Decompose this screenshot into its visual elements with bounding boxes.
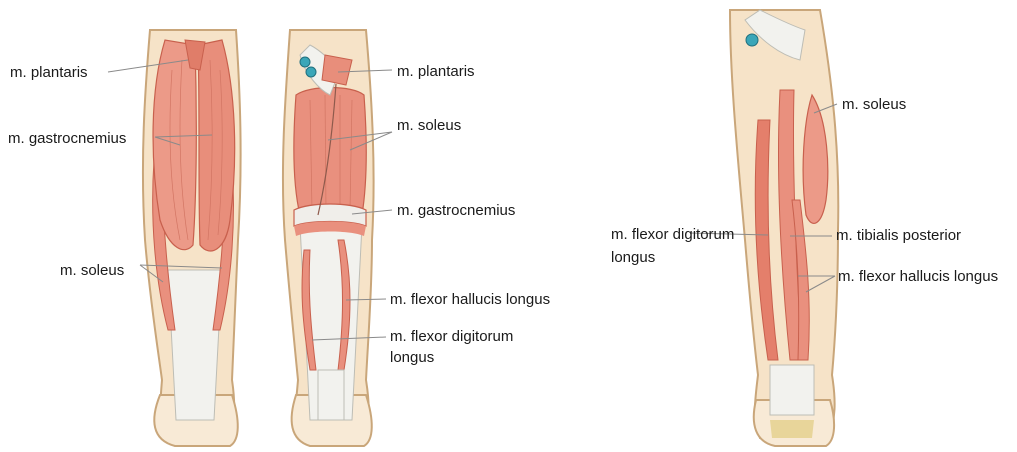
mid-calcaneal-tendon [318,370,344,420]
label-mid-fhl: m. flexor hallucis longus [390,291,550,308]
label-right-fhl: m. flexor hallucis longus [838,268,998,285]
label-right-tibialis-posterior: m. tibialis posterior [836,227,961,244]
label-right-soleus: m. soleus [842,96,906,113]
mid-soleus-muscle [294,88,366,216]
right-calcaneal-tendon [770,365,814,415]
label-right-fdl-line2: longus [611,249,655,266]
label-mid-gastrocnemius: m. gastrocnemius [397,202,515,219]
left-gastrocnemius-lateral-head [153,40,196,250]
mid-nerve-vessel-1 [300,57,310,67]
leg-deep-view [730,10,838,446]
leg-soleus-view [283,30,374,446]
left-achilles-tendon [168,270,222,420]
left-gastrocnemius-medial-head [198,40,235,251]
label-left-plantaris: m. plantaris [10,64,88,81]
right-heel-pad [770,420,814,438]
label-mid-plantaris: m. plantaris [397,63,475,80]
label-right-fdl-line1: m. flexor digitorum [611,226,734,243]
mid-nerve-vessel-2 [306,67,316,77]
label-left-soleus: m. soleus [60,262,124,279]
label-left-gastrocnemius: m. gastrocnemius [8,130,126,147]
label-mid-fdl-line1: m. flexor digitorum [390,328,513,345]
right-nerve-vessel [746,34,758,46]
mid-plantaris-muscle [322,55,352,85]
leg-superficial-view [143,30,241,446]
label-mid-soleus: m. soleus [397,117,461,134]
label-mid-fdl-line2: longus [390,349,434,366]
